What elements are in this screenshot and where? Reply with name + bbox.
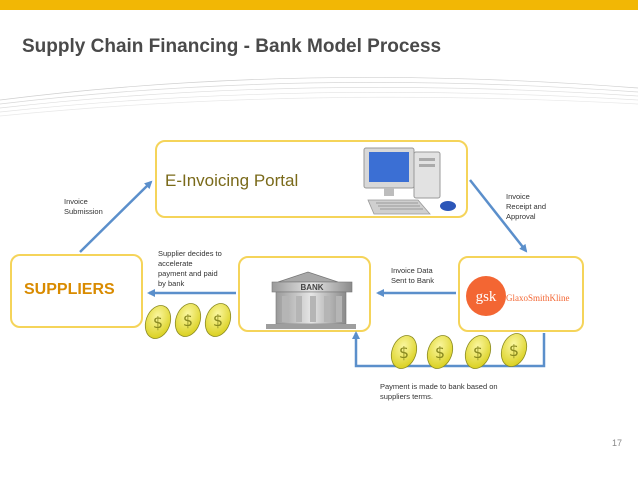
svg-text:$: $	[213, 311, 223, 330]
suppliers-box	[10, 254, 143, 328]
coin-icon: $	[144, 305, 172, 339]
svg-text:$: $	[473, 343, 483, 362]
slide-title: Supply Chain Financing - Bank Model Proc…	[22, 36, 442, 57]
decorative-swoosh	[0, 77, 638, 117]
svg-text:$: $	[183, 311, 193, 330]
svg-text:$: $	[435, 343, 445, 362]
accent-bar	[0, 0, 638, 10]
coin-icon: $	[426, 335, 454, 369]
arrow-portal-to-gsk	[469, 179, 528, 253]
bank-sign: BANK	[300, 283, 323, 292]
coin-icon: $	[174, 303, 202, 337]
coin-icon: $	[390, 335, 418, 369]
svg-text:$: $	[509, 341, 519, 360]
svg-text:$: $	[153, 313, 163, 332]
coins-bank-to-suppliers: $ $ $	[144, 303, 232, 339]
gsk-logo-text: gsk	[476, 289, 497, 305]
gsk-company-name: GlaxoSmithKline	[506, 293, 570, 303]
arrow-suppliers-to-portal	[79, 180, 153, 253]
computer-icon	[363, 147, 456, 215]
svg-text:$: $	[399, 343, 409, 362]
e-invoicing-portal-label: E-Invoicing Portal	[165, 171, 299, 190]
coin-icon: $	[464, 335, 492, 369]
coin-icon: $	[204, 303, 232, 337]
bank-icon: BANK	[266, 271, 356, 329]
coin-icon: $	[500, 333, 528, 367]
arrow-gsk-payment-to-bank	[352, 331, 546, 368]
page-number: 17	[612, 438, 623, 448]
coins-gsk-to-bank: $ $ $ $	[390, 333, 528, 369]
gsk-logo: gsk GlaxoSmithKline	[466, 276, 570, 316]
suppliers-label: SUPPLIERS	[24, 281, 115, 298]
